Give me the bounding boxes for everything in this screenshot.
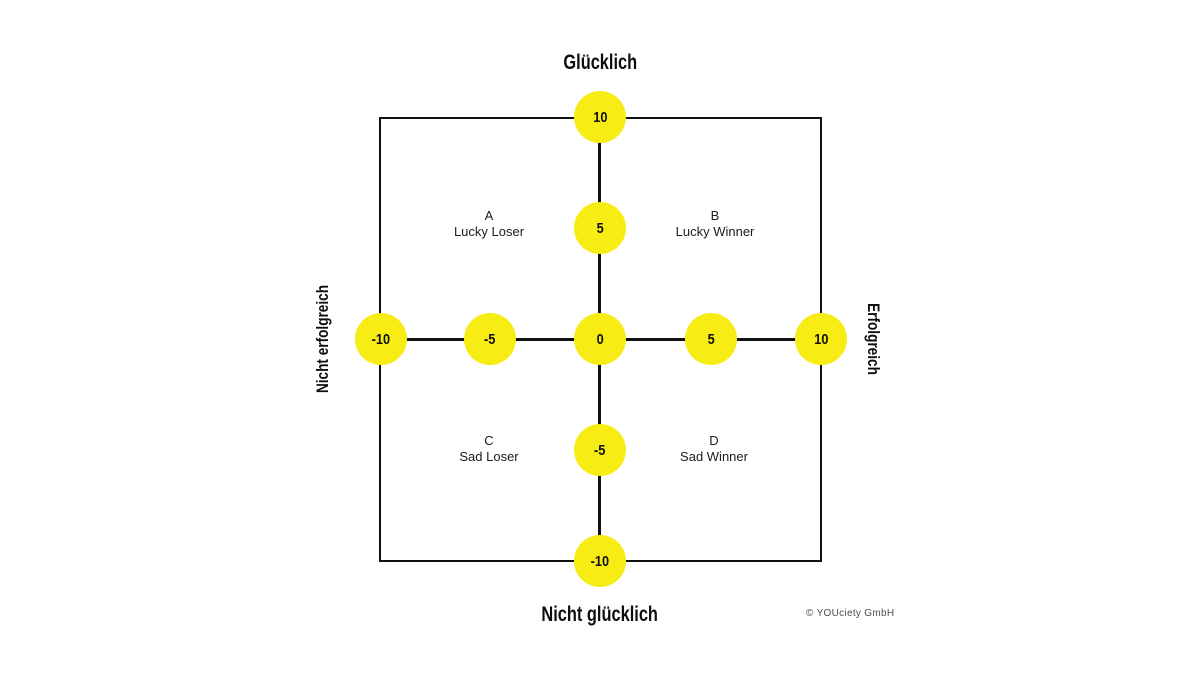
scale-node-horizontal-5-value: 5 bbox=[707, 330, 715, 348]
scale-node-horizontal-minus5: -5 bbox=[464, 313, 516, 365]
scale-node-horizontal-minus10-value: -10 bbox=[371, 330, 391, 348]
quadrant-a-letter: A bbox=[484, 208, 494, 223]
scale-node-horizontal-5: 5 bbox=[685, 313, 737, 365]
quadrant-b-letter: B bbox=[710, 208, 720, 223]
quadrant-c-name: Sad Loser bbox=[459, 449, 519, 464]
scale-node-vertical-10: 10 bbox=[574, 91, 626, 143]
axis-title-left-text: Nicht erfolgreich bbox=[313, 284, 332, 394]
scale-node-vertical-minus5: -5 bbox=[574, 424, 626, 476]
copyright-notice: © YOUciety GmbH bbox=[806, 608, 895, 619]
scale-node-horizontal-minus10: -10 bbox=[355, 313, 407, 365]
scale-node-horizontal-minus5-value: -5 bbox=[484, 330, 496, 348]
scale-node-vertical-minus5-value: -5 bbox=[594, 441, 606, 459]
axis-title-left: Nicht erfolgreich bbox=[313, 271, 333, 406]
scale-node-vertical-5: 5 bbox=[574, 202, 626, 254]
axis-title-right-text: Erfolgreich bbox=[864, 303, 883, 375]
axis-title-bottom: Nicht glücklich bbox=[0, 603, 1200, 627]
axis-title-top-text: Glücklich bbox=[563, 51, 637, 74]
quadrant-c-letter: C bbox=[484, 433, 494, 448]
quadrant-b-name: Lucky Winner bbox=[675, 224, 755, 239]
quadrant-a: A Lucky Loser bbox=[454, 208, 524, 240]
scale-node-horizontal-10-value: 10 bbox=[813, 330, 829, 348]
scale-node-center-0-value: 0 bbox=[596, 330, 604, 348]
axis-title-bottom-text: Nicht glücklich bbox=[541, 603, 659, 626]
quadrant-c: C Sad Loser bbox=[459, 433, 518, 465]
scale-node-vertical-10-value: 10 bbox=[592, 108, 608, 126]
quadrant-b: B Lucky Winner bbox=[676, 208, 755, 240]
scale-node-center-0: 0 bbox=[574, 313, 626, 365]
quadrant-d-name: Sad Winner bbox=[680, 449, 748, 464]
scale-node-vertical-minus10: -10 bbox=[574, 535, 626, 587]
scale-node-vertical-minus10-value: -10 bbox=[590, 552, 610, 570]
quadrant-d-letter: D bbox=[709, 433, 719, 448]
scale-node-vertical-5-value: 5 bbox=[596, 219, 604, 237]
quadrant-d: D Sad Winner bbox=[680, 433, 748, 465]
axis-title-top: Glücklich bbox=[0, 51, 1200, 75]
axis-title-right: Erfolgreich bbox=[863, 294, 883, 384]
scale-node-horizontal-10: 10 bbox=[795, 313, 847, 365]
quadrant-a-name: Lucky Loser bbox=[453, 224, 525, 239]
